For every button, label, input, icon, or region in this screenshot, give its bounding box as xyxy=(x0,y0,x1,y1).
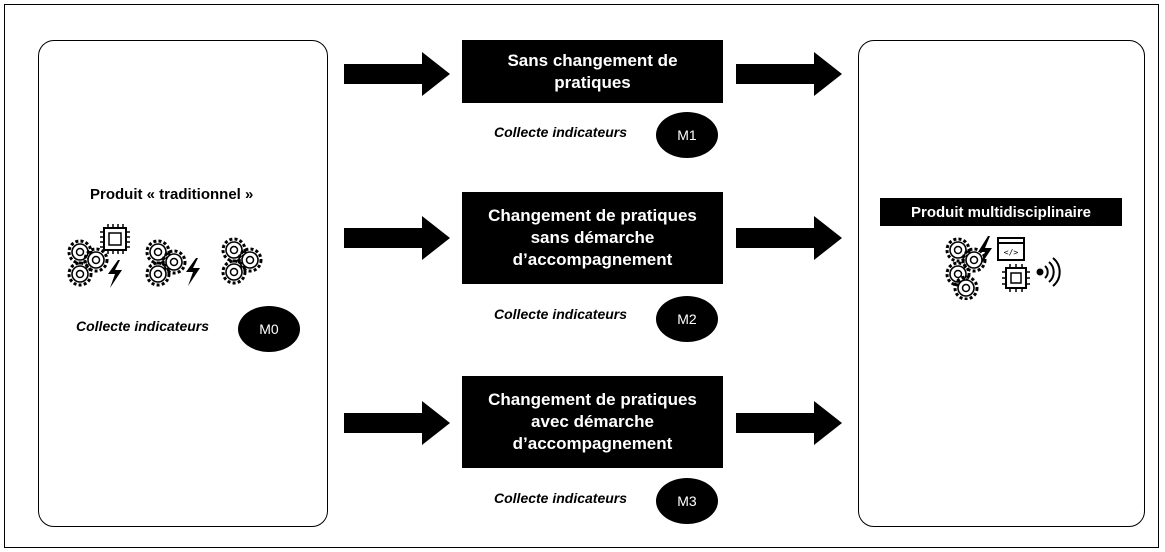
arrow-from-stage-1 xyxy=(736,52,842,96)
traditional-product-icons xyxy=(67,224,263,288)
multidisciplinary-product-box xyxy=(858,40,1145,527)
lightning-icon xyxy=(978,236,992,266)
collect-label-m1: Collecte indicateurs xyxy=(494,124,628,140)
badge-m2: M2 xyxy=(656,296,718,342)
traditional-product-title: Produit « traditionnel » xyxy=(90,186,254,203)
multidisciplinary-product-icon: </> xyxy=(945,236,1061,300)
collect-label-m0: Collecte indicateurs xyxy=(76,318,210,334)
chip-icon xyxy=(1002,264,1030,292)
multidisciplinary-product-title: Produit multidisciplinaire xyxy=(880,198,1122,226)
badge-m0: M0 xyxy=(238,306,300,352)
arrow-to-stage-1 xyxy=(344,52,450,96)
wireless-icon xyxy=(1036,257,1061,287)
stage-no-change: Sans changement de pratiques xyxy=(462,40,723,103)
badge-m1: M1 xyxy=(656,112,718,158)
arrow-from-stage-3 xyxy=(736,401,842,445)
collect-label-m3: Collecte indicateurs xyxy=(494,490,628,506)
arrow-from-stage-2 xyxy=(736,216,842,260)
chip-icon xyxy=(100,224,130,254)
arrow-to-stage-2 xyxy=(344,216,450,260)
arrow-to-stage-3 xyxy=(344,401,450,445)
svg-text:</>: </> xyxy=(1004,248,1019,257)
stage-change-with-support: Changement de pratiques avec démarche d’… xyxy=(462,376,723,468)
code-window-icon: </> xyxy=(997,237,1025,261)
badge-m3: M3 xyxy=(656,478,718,524)
stage-change-without-support: Changement de pratiques sans démarche d’… xyxy=(462,192,723,284)
diagram-frame xyxy=(4,4,1159,548)
collect-label-m2: Collecte indicateurs xyxy=(494,306,628,322)
